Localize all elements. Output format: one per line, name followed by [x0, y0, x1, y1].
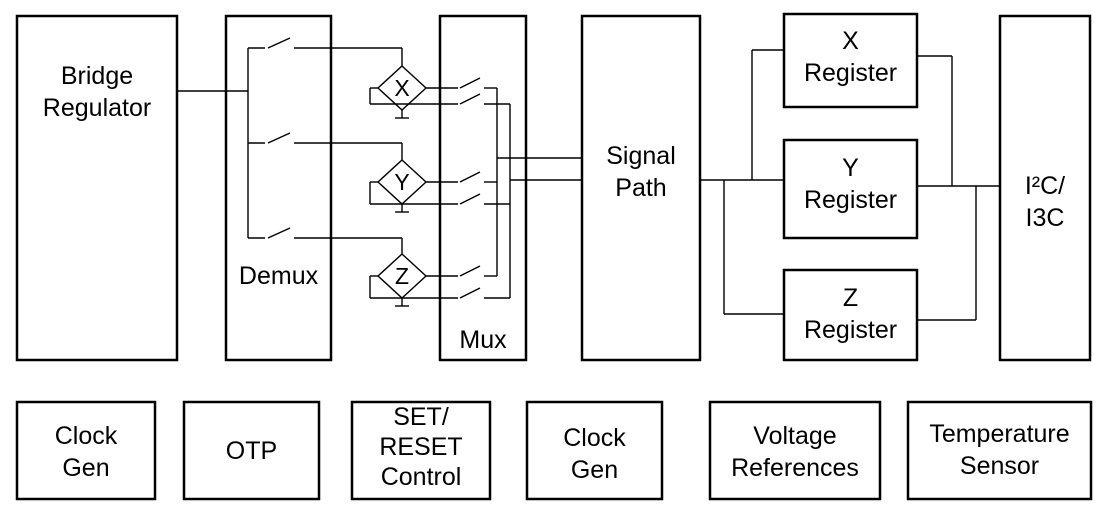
voltage-references-block [708, 400, 882, 501]
temperature-sensor-label: Temperature Sensor [929, 420, 1070, 480]
otp-block [182, 400, 321, 501]
mux-label: Mux [459, 326, 507, 354]
y-register-block [782, 138, 919, 240]
clock-gen-block-1 [15, 400, 157, 501]
demux-label: Demux [238, 262, 319, 290]
sensor-y-bridge [369, 143, 458, 213]
clock-gen-label-1: Clock Gen [54, 422, 118, 482]
signal-path-block [580, 14, 702, 362]
sensor-z-label: Z [394, 263, 410, 289]
signal-path-label: Signal Path [606, 142, 676, 202]
sensor-x-bridge [369, 48, 458, 119]
i2c-i3c-label: I²C/ I3C [1024, 172, 1066, 232]
bridge-regulator-block [15, 14, 179, 362]
mux-block [438, 14, 528, 362]
demux-switches [248, 37, 402, 239]
clock-gen-block-2 [525, 400, 664, 501]
clock-gen-label-2: Clock Gen [563, 424, 626, 484]
temperature-sensor-block [906, 400, 1093, 501]
sensor-y-label: Y [394, 169, 410, 195]
mux-switches [459, 77, 582, 299]
set-reset-label: SET/ RESET Control [379, 403, 463, 491]
voltage-references-label: Voltage References [731, 422, 859, 482]
otp-label: OTP [225, 437, 278, 465]
i2c-i3c-block [998, 14, 1092, 362]
x-register-block [782, 12, 919, 109]
wires-signal-to-registers [700, 49, 784, 315]
set-reset-block [350, 400, 492, 501]
z-register-block [782, 268, 919, 362]
demux-block [224, 14, 333, 362]
y-register-label: Y Register [803, 154, 898, 214]
x-register-label: X Register [803, 27, 898, 87]
sensor-x-label: X [394, 75, 410, 101]
bridge-regulator-label: Bridge Regulator [42, 62, 152, 122]
z-register-label: Z Register [803, 284, 898, 344]
wires-registers-to-i2c [917, 55, 1000, 321]
sensor-z-bridge [369, 238, 458, 307]
